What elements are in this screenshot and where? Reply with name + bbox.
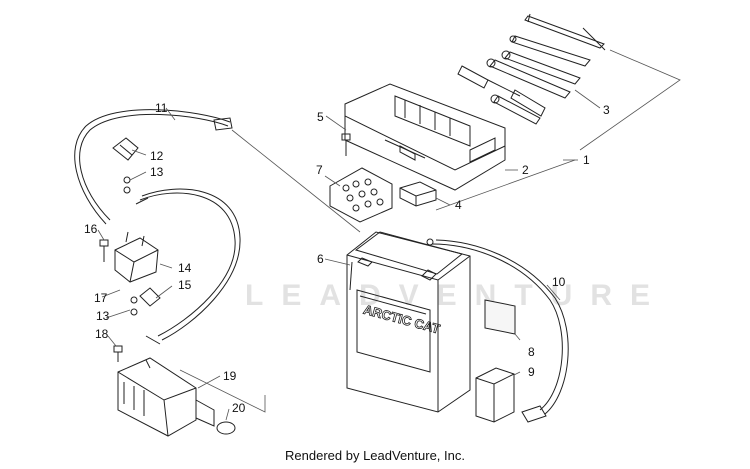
callout-2: 2 [522,163,529,177]
callout-6: 6 [317,252,324,266]
foam-9 [475,367,515,423]
leader-lines [97,49,681,421]
callout-17: 17 [94,291,108,305]
callout-4: 4 [455,198,462,212]
screw-18 [113,345,123,362]
callout-12: 12 [150,149,164,163]
solenoid-17 [114,231,159,283]
callout-19: 19 [223,369,237,383]
callout-10: 10 [552,275,566,289]
hardware-card-7 [329,167,393,223]
cable-11 [74,109,233,225]
nut-13-upper [123,176,131,194]
footer-credit: Rendered by LeadVenture, Inc. [285,448,465,463]
tool-tray [344,83,506,191]
tool-kit [457,13,606,125]
callout-13-upper: 13 [150,165,164,179]
nut-13-lower [130,296,138,316]
callout-13-lower: 13 [96,309,110,323]
callout-7: 7 [316,163,323,177]
callouts: 1 2 3 4 5 6 7 8 9 10 11 12 13 13 14 15 1… [84,101,610,415]
cable-14 [135,188,241,345]
callout-20: 20 [232,401,246,415]
callout-5: 5 [317,110,324,124]
callout-18: 18 [95,327,109,341]
battery [346,231,471,413]
watermark-text: LEADVENTURE [245,279,668,312]
callout-14: 14 [178,261,192,275]
pad-4 [399,181,437,207]
starter-motor-19 [117,357,215,437]
callout-1: 1 [583,153,590,167]
callout-16: 16 [84,222,98,236]
pad-8 [484,299,516,335]
callout-11: 11 [155,101,168,115]
o-ring-20 [216,421,236,435]
screw-16 [99,239,109,262]
boot-12 [112,137,139,161]
callout-3: 3 [603,103,610,117]
cable-10 [426,238,569,423]
screw-5 [341,133,351,156]
callout-8: 8 [528,345,535,359]
callout-15: 15 [178,278,192,292]
boot-15 [139,287,161,307]
callout-9: 9 [528,365,535,379]
